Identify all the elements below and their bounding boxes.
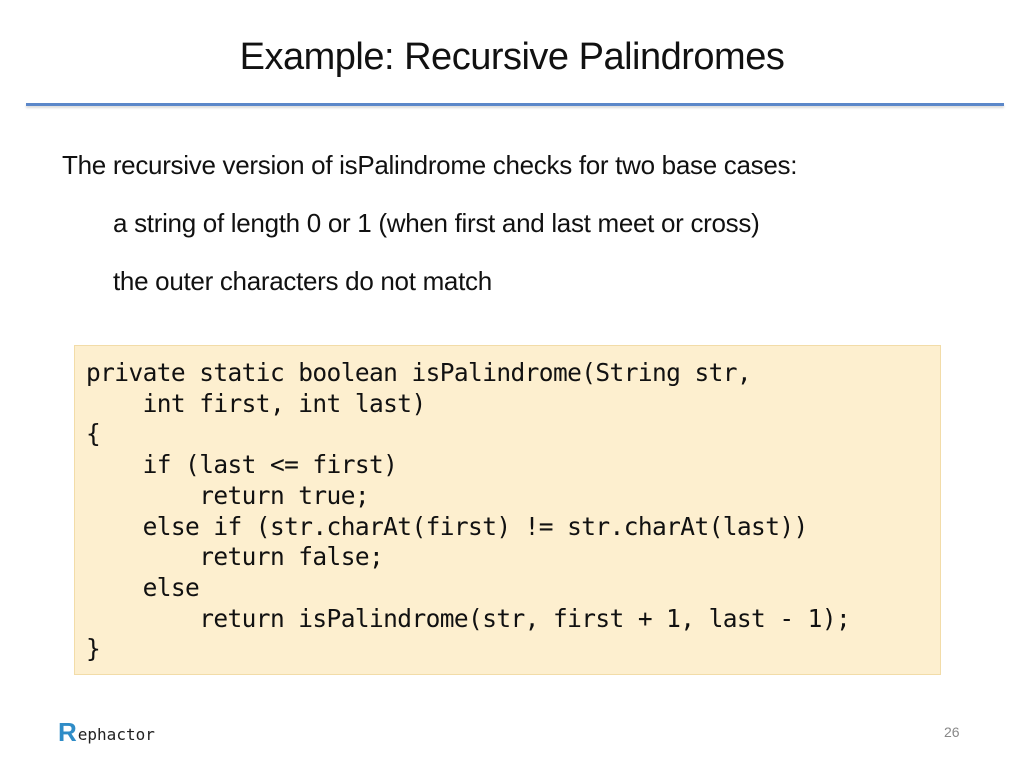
bullet-base-case-2: the outer characters do not match: [113, 266, 492, 296]
code-text: private static boolean isPalindrome(Stri…: [86, 358, 851, 664]
bullet-base-case-1: a string of length 0 or 1 (when first an…: [113, 208, 760, 238]
logo-text: ephactor: [77, 725, 155, 744]
code-block: private static boolean isPalindrome(Stri…: [74, 345, 941, 675]
slide-title: Example: Recursive Palindromes: [239, 36, 785, 78]
page-number: 26: [944, 724, 960, 740]
rephactor-logo: R ephactor: [58, 717, 155, 747]
lead-text: The recursive version of isPalindrome ch…: [62, 150, 798, 180]
title-divider: [26, 103, 1004, 106]
logo-initial: R: [58, 717, 77, 747]
